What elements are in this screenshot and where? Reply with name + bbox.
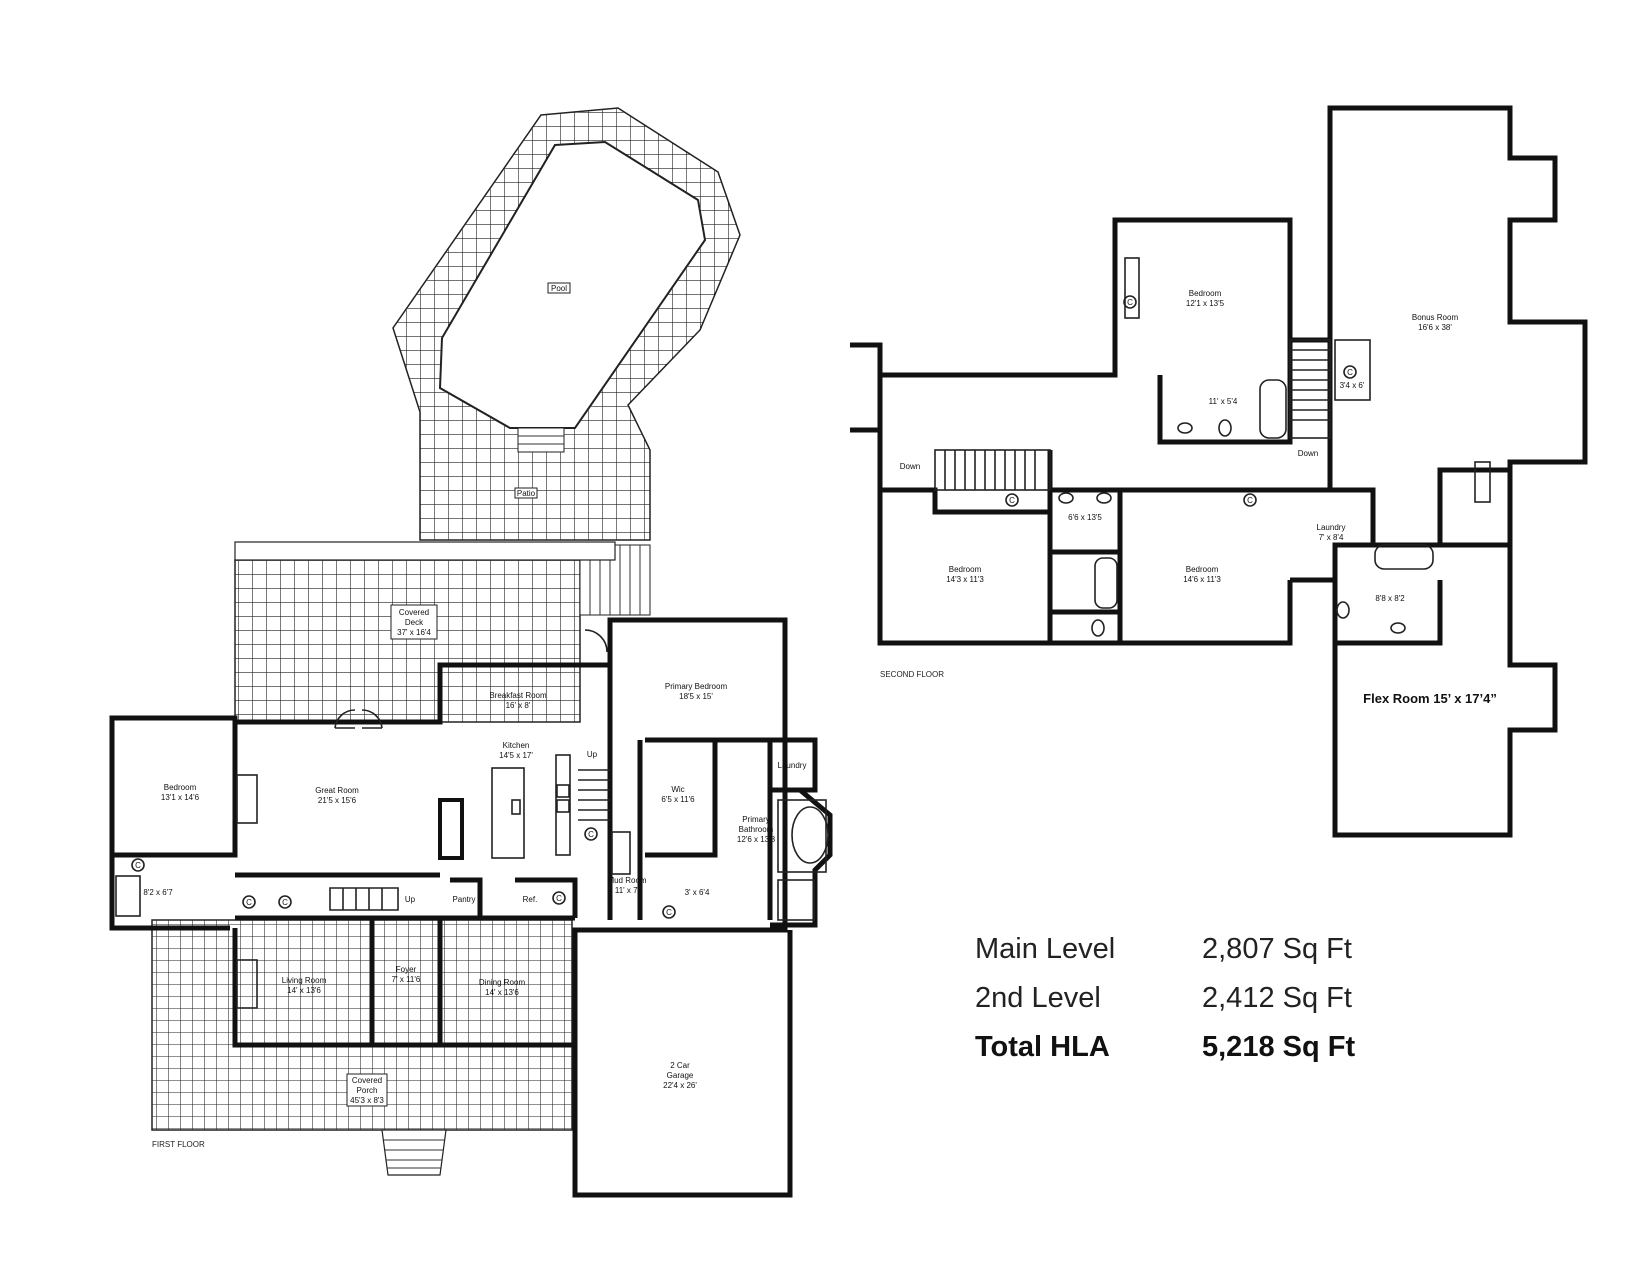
kitchen-label: Kitchen	[503, 741, 530, 750]
pool-label: Pool	[551, 284, 567, 293]
garage-label-1: 2 Car	[670, 1061, 690, 1070]
bedroom-label: Bedroom	[164, 783, 197, 792]
wic-label: Wic	[671, 785, 684, 794]
bonus-room-size: 16'6 x 38'	[1418, 323, 1452, 332]
breakfast-room-size: 16' x 8'	[506, 701, 531, 710]
ref-label: Ref.	[523, 895, 538, 904]
living-room-size: 14' x 13'6	[287, 986, 321, 995]
covered-deck-label-1: Covered	[399, 608, 429, 617]
primary-bedroom-label: Primary Bedroom	[665, 682, 728, 691]
primary-bathroom-label-1: Primary	[742, 815, 770, 824]
pool	[438, 140, 707, 429]
up-foyer-label: Up	[405, 895, 416, 904]
closet-symbol: C	[556, 894, 562, 903]
covered-porch-size: 45'3 x 8'3	[350, 1096, 384, 1105]
bedroom-size: 13'1 x 14'6	[161, 793, 200, 802]
covered-porch-label-1: Covered	[352, 1076, 382, 1085]
first-floor-walls	[109, 617, 833, 1198]
closet-symbol: C	[1347, 368, 1353, 377]
closet-symbols-second: C C C C	[1005, 295, 1357, 507]
bonus-room-label: Bonus Room	[1412, 313, 1459, 322]
patio-label: Patio	[517, 489, 536, 498]
summary-label: Main Level	[975, 933, 1116, 965]
first-floor-fixtures	[115, 629, 829, 1009]
summary-row-total: Total HLA 5,218 Sq Ft	[975, 1023, 1395, 1072]
laundry-size: 7' x 8'4	[1319, 533, 1344, 542]
bedroom-left-size: 14'3 x 11'3	[946, 575, 984, 584]
closet-symbol: C	[246, 898, 252, 907]
mud-room-label: Mud Room	[607, 876, 646, 885]
kitchen-size: 14'5 x 17'	[499, 751, 533, 760]
foyer-size: 7' x 11'6	[392, 975, 421, 984]
covered-deck-size: 37' x 16'4	[397, 628, 431, 637]
laundry-label: Laundry	[778, 761, 807, 770]
bedroom-mid-size: 14'6 x 11'3	[1183, 575, 1221, 584]
small-closet-size: 3'4 x 6'	[1340, 381, 1365, 390]
summary-row-2nd-level: 2nd Level 2,412 Sq Ft	[975, 974, 1395, 1023]
covered-porch-label-2: Porch	[357, 1086, 378, 1095]
closet-symbol: C	[1127, 298, 1133, 307]
primary-bathroom-size: 12'6 x 13'8	[737, 835, 776, 844]
summary-label: 2nd Level	[975, 982, 1101, 1014]
flex-room-label: Flex Room 15’ x 17’4”	[1363, 691, 1497, 706]
porch-stairs	[381, 1129, 447, 1176]
first-floor-plan: C C C C C C Pool Patio Covered Deck 37' x 16'…	[109, 107, 833, 1198]
bath-mid-size: 6'6 x 13'5	[1068, 513, 1102, 522]
summary-value: 5,218 Sq Ft	[1202, 1031, 1356, 1063]
bath-top-size: 11' x 5'4	[1209, 397, 1238, 406]
up-stair-label: Up	[587, 750, 598, 759]
second-floor-fixtures	[934, 257, 1491, 637]
summary-label: Total HLA	[975, 1031, 1110, 1063]
great-room-size: 21'5 x 15'6	[318, 796, 357, 805]
dining-room-size: 14' x 13'6	[485, 988, 519, 997]
foyer-label: Foyer	[396, 965, 417, 974]
second-floor-labels: Bedroom 12'1 x 13'5 11' x 5'4 Bonus Room…	[880, 289, 1497, 706]
first-floor-label: FIRST FLOOR	[152, 1140, 205, 1149]
bedroom-top-size: 12'1 x 13'5	[1186, 299, 1225, 308]
summary-value: 2,807 Sq Ft	[1202, 933, 1352, 965]
summary-row-main-level: Main Level 2,807 Sq Ft	[975, 925, 1395, 974]
closet-symbol: C	[588, 830, 594, 839]
primary-bathroom-label-2: Bathroom	[739, 825, 774, 834]
mud-room-size: 11' x 7'	[615, 886, 640, 895]
closet-symbol: C	[666, 908, 672, 917]
living-room-label: Living Room	[282, 976, 327, 985]
bedroom-top-label: Bedroom	[1189, 289, 1222, 298]
dining-room-label: Dining Room	[479, 978, 526, 987]
wic-size: 6'5 x 11'6	[661, 795, 695, 804]
square-footage-summary: Main Level 2,807 Sq Ft 2nd Level 2,412 S…	[975, 925, 1395, 1072]
breakfast-room-label: Breakfast Room	[489, 691, 547, 700]
laundry-label-2: Laundry	[1317, 523, 1346, 532]
closet-symbol: C	[1009, 496, 1015, 505]
pantry-label: Pantry	[452, 895, 475, 904]
great-room-label: Great Room	[315, 786, 359, 795]
second-floor-label: SECOND FLOOR	[880, 670, 944, 679]
down-left-label: Down	[900, 462, 920, 471]
closet-symbol: C	[282, 898, 288, 907]
down-right-label: Down	[1298, 449, 1318, 458]
bedroom-mid-label: Bedroom	[1186, 565, 1219, 574]
bedroom-left-label: Bedroom	[949, 565, 982, 574]
covered-deck-label-2: Deck	[405, 618, 424, 627]
bath-right-size: 8'8 x 8'2	[1375, 594, 1405, 603]
bath-size: 8'2 x 6'7	[143, 888, 173, 897]
garage-label-2: Garage	[667, 1071, 694, 1080]
garage-size: 22'4 x 26'	[663, 1081, 697, 1090]
closet-symbol: C	[1247, 496, 1253, 505]
deck-beam	[234, 541, 616, 561]
covered-deck	[234, 559, 581, 723]
summary-value: 2,412 Sq Ft	[1202, 982, 1352, 1014]
half-bath-size: 3' x 6'4	[685, 888, 710, 897]
primary-bedroom-size: 18'5 x 15'	[679, 692, 713, 701]
pool-steps	[517, 427, 565, 453]
second-floor-plan: C C C C Bedroom 12'1 x 13'5 11' x 5'4 Bonus…	[850, 105, 1588, 838]
second-floor-walls	[850, 105, 1588, 838]
first-floor-labels: Pool Patio Covered Deck 37' x 16'4 Break…	[143, 282, 807, 1149]
closet-symbol: C	[135, 861, 141, 870]
closet-symbols-first: C C C C C C	[131, 827, 676, 919]
